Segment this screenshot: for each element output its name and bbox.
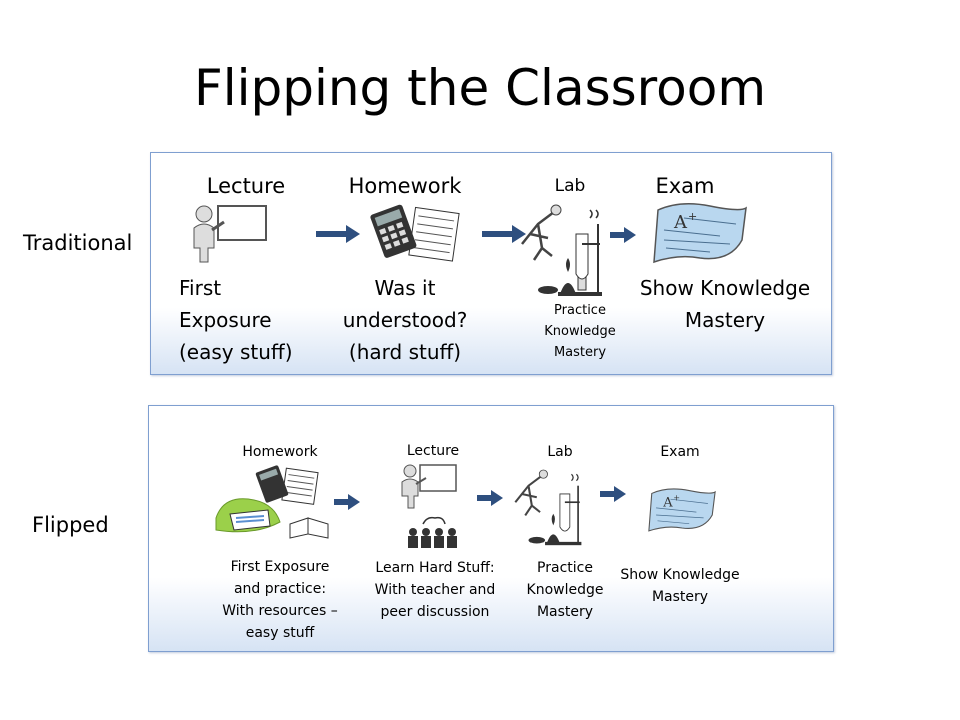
- row-label-traditional: Traditional: [23, 231, 133, 255]
- stage-title-homework: Homework: [348, 174, 462, 198]
- stage-title-homework: Homework: [242, 444, 318, 460]
- calculator-icon: [255, 465, 319, 505]
- lab-icon: [521, 204, 602, 296]
- arrow-icon: [610, 227, 636, 243]
- stage-title-exam: Exam: [660, 444, 700, 460]
- exam-paper-icon: A +: [653, 203, 747, 264]
- calculator-icon: [370, 204, 460, 262]
- stage-title-exam: Exam: [655, 174, 715, 198]
- stage-title-lecture: Lecture: [406, 443, 460, 459]
- caption-homework: Was it understood? (hard stuff): [342, 276, 468, 364]
- arrow-icon: [334, 494, 360, 510]
- row-label-flipped: Flipped: [32, 513, 109, 537]
- svg-text:A: A: [662, 495, 673, 510]
- caption-exam: Show Knowledge Mastery: [620, 567, 740, 605]
- caption-lecture: First Exposure (easy stuff): [179, 276, 293, 364]
- stage-title-lecture: Lecture: [206, 174, 286, 198]
- audience-icon: [408, 516, 457, 548]
- arrow-icon: [316, 225, 360, 243]
- caption-homework: First Exposure and practice: With resour…: [222, 559, 338, 641]
- lab-icon: [514, 469, 582, 546]
- caption-exam: Show Knowledge Mastery: [639, 276, 811, 332]
- presenter-icon: [193, 205, 267, 263]
- flipped-panel: [148, 405, 834, 652]
- svg-text:A: A: [673, 212, 688, 233]
- arrow-icon: [482, 225, 526, 243]
- stage-title-lab: Lab: [554, 176, 586, 196]
- page-title: Flipping the Classroom: [193, 59, 767, 117]
- arrow-icon: [600, 486, 626, 502]
- caption-lab: Practice Knowledge Mastery: [526, 560, 604, 620]
- presenter-icon: [401, 464, 457, 509]
- svg-text:+: +: [688, 210, 697, 223]
- books-icon: [215, 498, 329, 539]
- caption-lab: Practice Knowledge Mastery: [544, 303, 616, 360]
- stage-title-lab: Lab: [547, 444, 573, 460]
- caption-lecture: Learn Hard Stuff: With teacher and peer …: [374, 560, 496, 620]
- exam-paper-icon: A +: [648, 488, 716, 532]
- traditional-panel: [150, 152, 832, 375]
- svg-text:+: +: [673, 494, 680, 503]
- arrow-icon: [477, 490, 503, 506]
